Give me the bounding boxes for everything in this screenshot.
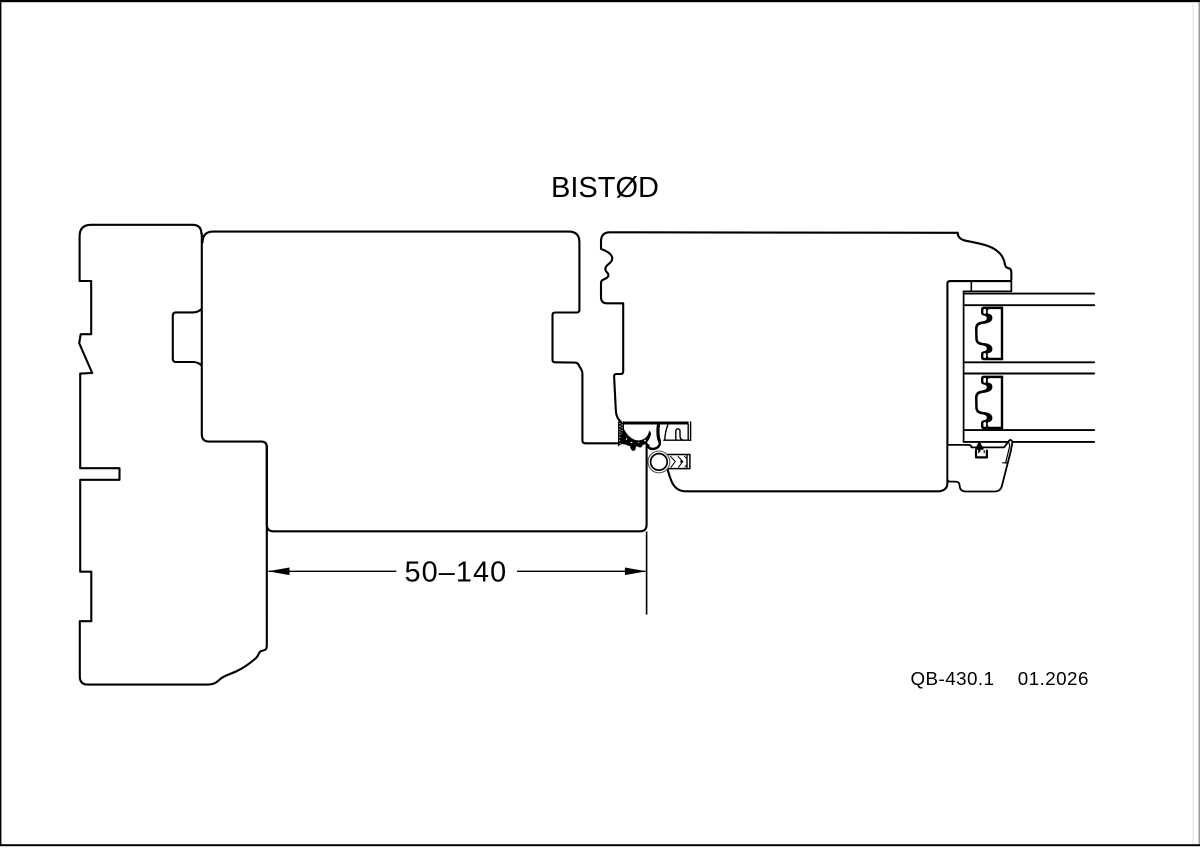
svg-text:BISTØD: BISTØD <box>551 172 659 204</box>
svg-text:01.2026: 01.2026 <box>1018 668 1089 689</box>
svg-text:50–140: 50–140 <box>405 557 508 589</box>
svg-text:QB-430.1: QB-430.1 <box>911 668 995 689</box>
